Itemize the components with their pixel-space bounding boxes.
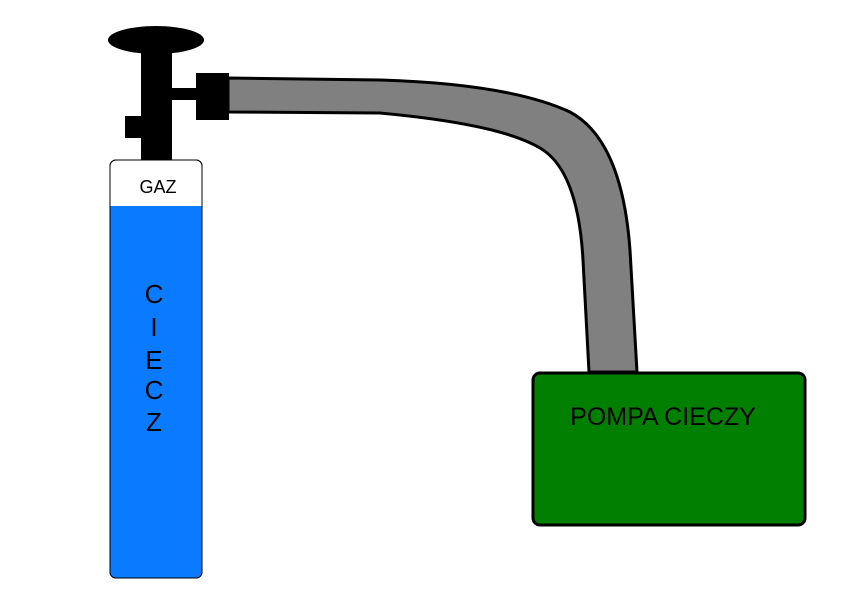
valve-outlet-pipe xyxy=(170,88,200,100)
valve-outlet-connector xyxy=(196,73,229,120)
liquid-label-letter: E xyxy=(145,345,162,375)
valve-side-knob xyxy=(125,116,143,138)
valve xyxy=(108,26,229,162)
cylinder: GAZ C I E C Z xyxy=(109,159,203,579)
liquid-label-letter: C xyxy=(145,375,164,405)
cylinder-liquid xyxy=(110,205,202,579)
liquid-label-letter: I xyxy=(150,312,157,342)
hose xyxy=(226,76,639,374)
liquid-label-letter: C xyxy=(145,279,164,309)
liquid-label-letter: Z xyxy=(146,407,162,437)
gas-label: GAZ xyxy=(139,177,176,197)
pump-label: POMPA CIECZY xyxy=(570,403,756,431)
valve-stem xyxy=(141,40,172,162)
cylinder-outline xyxy=(109,159,203,579)
pump: POMPA CIECZY xyxy=(531,371,807,527)
pump-body xyxy=(531,371,807,527)
